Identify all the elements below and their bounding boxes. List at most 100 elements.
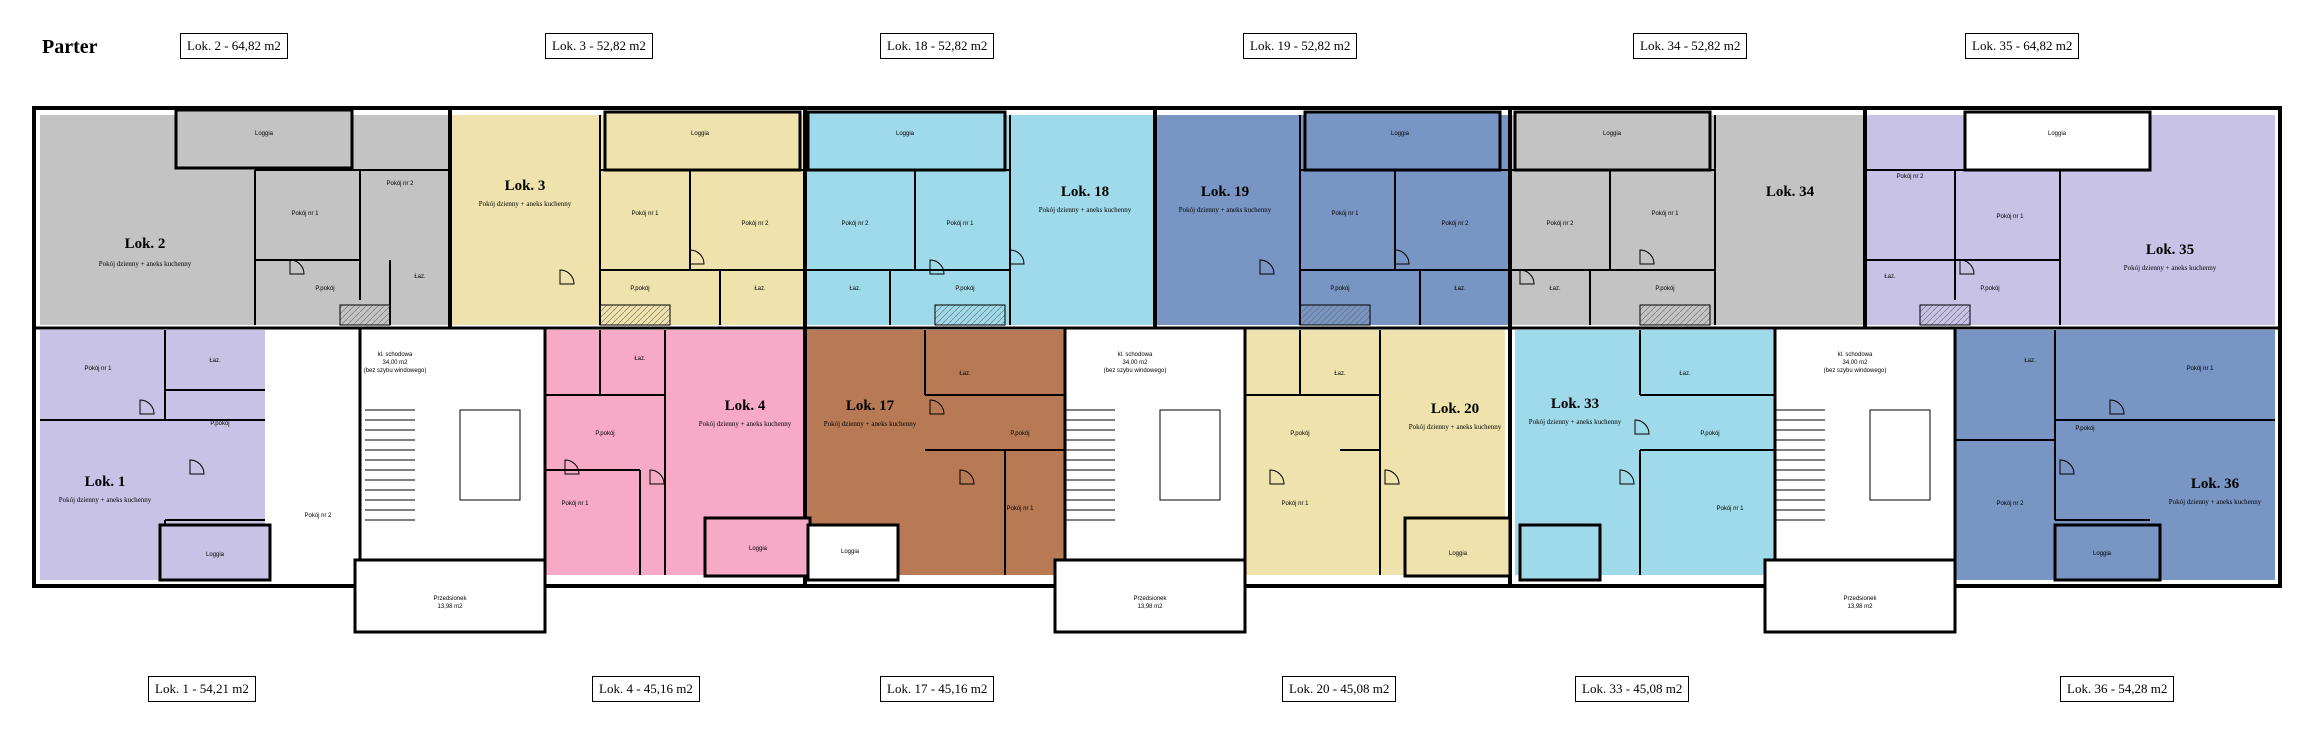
door-swing: [1634, 419, 1650, 435]
unit-sub-lok-17: Pokój dzienny + aneks kuchenny: [824, 420, 917, 428]
kitchen-counters: [339, 304, 1971, 326]
unit-label-lok-20: Lok. 20: [1431, 401, 1479, 417]
room-label: Łaz.: [1884, 274, 1896, 280]
area-label-lok-19: Lok. 19 - 52,82 m2: [1243, 33, 1358, 59]
room-label: Łaz.: [414, 274, 426, 280]
room-label: Łaz.: [754, 286, 766, 292]
door-swing: [289, 259, 305, 275]
room-label: P.pokój: [1700, 431, 1719, 437]
room-label: Pokój nr 1: [2186, 366, 2214, 372]
room-label: Pokój nr 1: [1006, 506, 1034, 512]
vestibule-label: Przedsionek: [1843, 596, 1877, 602]
stair-runs: [365, 409, 1931, 521]
room-label: Łaz.: [959, 371, 971, 377]
door-swing: [1519, 269, 1535, 285]
room-label: Łaz.: [209, 358, 221, 364]
room-label: Łaz.: [1454, 286, 1466, 292]
door-swing: [1394, 249, 1410, 265]
door-swing: [559, 269, 575, 285]
room-label: Loggia: [1603, 131, 1622, 137]
area-label-lok-20: Lok. 20 - 45,08 m2: [1282, 676, 1397, 702]
door-swing: [649, 469, 665, 485]
unit-sub-lok-2: Pokój dzienny + aneks kuchenny: [99, 260, 192, 268]
room-label: Pokój nr 1: [1716, 506, 1744, 512]
staircase-2: [1065, 330, 1245, 580]
room-label: Łaz.: [1549, 286, 1561, 292]
room-labels: Loggia Pokój nr 1 Pokój nr 2 P.pokój Łaz…: [84, 131, 2214, 610]
stair-area: 34,00 m2: [382, 360, 408, 366]
stair-area: 34,00 m2: [1122, 360, 1148, 366]
area-label-lok-35: Lok. 35 - 64,82 m2: [1965, 33, 2080, 59]
room-label: Pokój nr 2: [741, 221, 769, 227]
loggias-top: [174, 108, 2152, 172]
area-label-lok-17: Lok. 17 - 45,16 m2: [880, 676, 995, 702]
page-title: Parter: [42, 36, 98, 58]
area-label-lok-34: Lok. 34 - 52,82 m2: [1633, 33, 1748, 59]
room-label: Pokój nr 2: [1896, 174, 1924, 180]
room-label: P.pokój: [595, 431, 614, 437]
vestibule-area: 13,98 m2: [1847, 604, 1873, 610]
room-label: Pokój nr 1: [84, 366, 112, 372]
room-label: Pokój nr 1: [1996, 214, 2024, 220]
room-label: P.pokój: [1290, 431, 1309, 437]
room-label: Loggia: [841, 549, 860, 555]
unit-sub-lok-18: Pokój dzienny + aneks kuchenny: [1039, 206, 1132, 214]
unit-sub-lok-35: Pokój dzienny + aneks kuchenny: [2124, 264, 2217, 272]
door-swing: [1009, 249, 1025, 265]
door-swing: [1639, 249, 1655, 265]
stair-note: (bez szybu windowego): [364, 368, 427, 374]
unit-label-lok-34: Lok. 34: [1766, 184, 1815, 200]
room-label: Pokój nr 2: [386, 181, 414, 187]
vestibule-area: 13,98 m2: [437, 604, 463, 610]
door-swing: [929, 399, 945, 415]
stair-area: 34,00 m2: [1842, 360, 1868, 366]
room-label: Loggia: [1449, 551, 1468, 557]
vestibule-area: 13,98 m2: [1137, 604, 1163, 610]
door-swing: [1259, 259, 1275, 275]
room-label: Pokój nr 2: [304, 513, 332, 519]
room-label: P.pokój: [2075, 426, 2094, 432]
unit-lok-3: [450, 112, 805, 325]
door-swing: [1619, 469, 1635, 485]
unit-lok-2: [40, 110, 450, 325]
room-label: Pokój nr 2: [1996, 501, 2024, 507]
doors: [139, 249, 2125, 485]
room-label: Loggia: [691, 131, 710, 137]
room-label: Pokój nr 1: [1331, 211, 1359, 217]
room-label: Loggia: [749, 546, 768, 552]
unit-sub-lok-36: Pokój dzienny + aneks kuchenny: [2169, 498, 2262, 506]
elevator-shaft: [1159, 409, 1221, 501]
vestibules: [353, 558, 1957, 634]
room-label: Łaz.: [634, 356, 646, 362]
staircase-1: [265, 330, 545, 580]
room-label: Loggia: [2093, 551, 2112, 557]
room-label: P.pokój: [210, 421, 229, 427]
room-label: Pokój nr 2: [1546, 221, 1574, 227]
door-swing: [689, 249, 705, 265]
room-label: P.pokój: [1655, 286, 1674, 292]
door-swing: [1384, 469, 1400, 485]
vestibule-label: Przedsionek: [433, 596, 467, 602]
unit-label-lok-18: Lok. 18: [1061, 184, 1109, 200]
unit-sub-lok-19: Pokój dzienny + aneks kuchenny: [1179, 206, 1272, 214]
unit-label-lok-17: Lok. 17: [846, 398, 895, 414]
elevator-shaft: [1869, 409, 1931, 501]
unit-sub-lok-1: Pokój dzienny + aneks kuchenny: [59, 496, 152, 504]
staircase-3: [1775, 330, 1955, 580]
stair-note: (bez szybu windowego): [1824, 368, 1887, 374]
unit-sub-lok-33: Pokój dzienny + aneks kuchenny: [1529, 418, 1622, 426]
stair-title: kl. schodowa: [1118, 352, 1153, 358]
stair-title: kl. schodowa: [1838, 352, 1873, 358]
door-swing: [2059, 459, 2075, 475]
door-swing: [929, 259, 945, 275]
unit-sub-lok-20: Pokój dzienny + aneks kuchenny: [1409, 423, 1502, 431]
room-label: P.pokój: [1330, 286, 1349, 292]
area-label-lok-36: Lok. 36 - 54,28 m2: [2060, 676, 2175, 702]
room-label: Loggia: [1391, 131, 1410, 137]
unit-label-lok-33: Lok. 33: [1551, 396, 1599, 412]
top-row-text: Lok. 2 Pokój dzienny + aneks kuchenny Lo…: [99, 178, 2217, 272]
room-label: Loggia: [206, 552, 225, 558]
area-label-lok-2: Lok. 2 - 64,82 m2: [180, 33, 288, 59]
unit-sub-lok-3: Pokój dzienny + aneks kuchenny: [479, 200, 572, 208]
